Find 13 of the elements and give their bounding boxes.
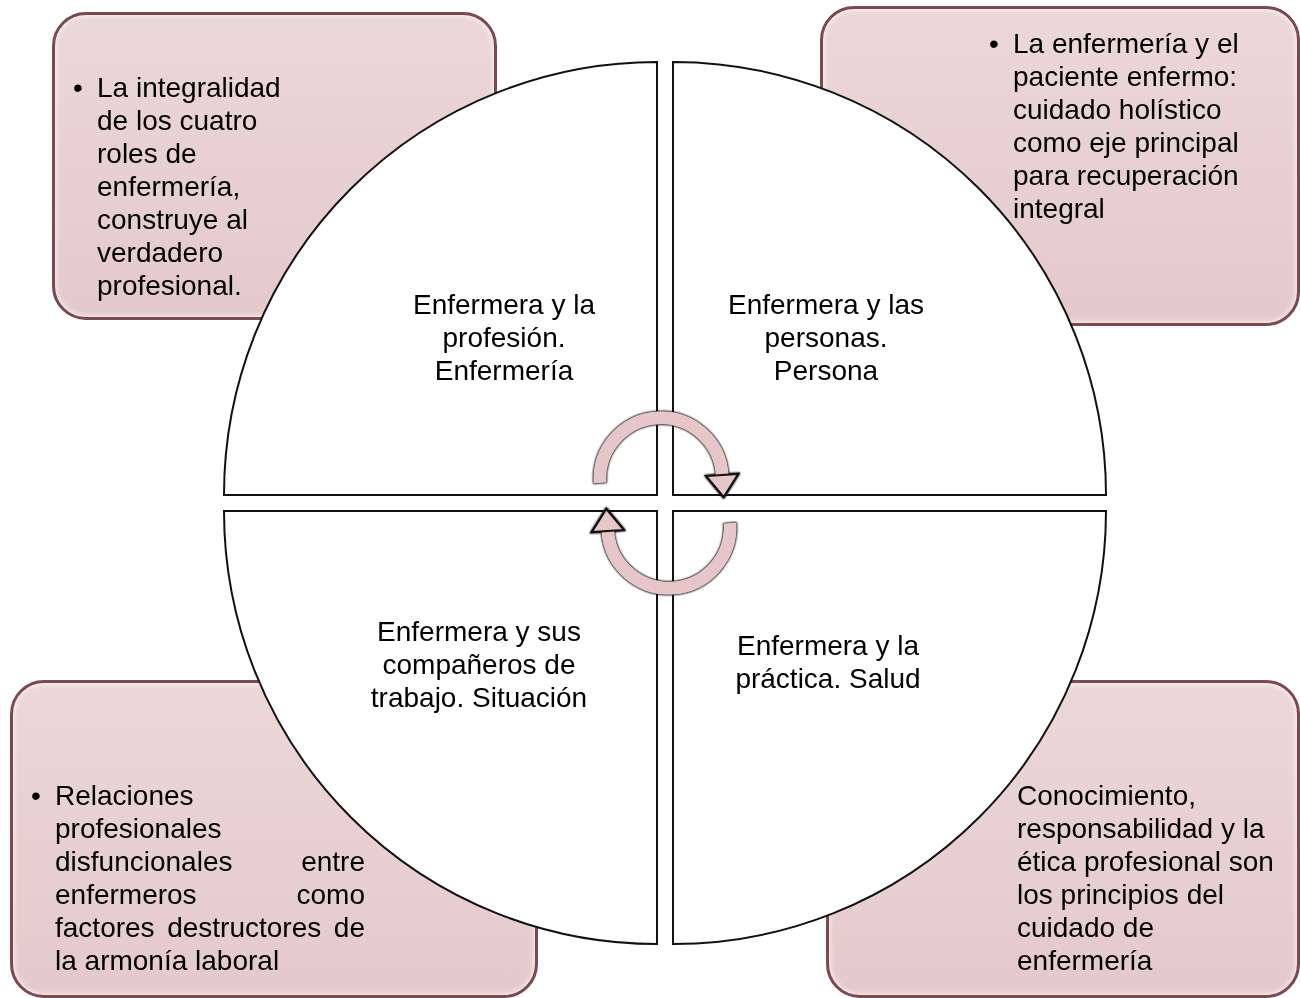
card-text: La integralidad de los cuatro roles de enfermería, construye al verdadero profesional. bbox=[97, 71, 282, 302]
curved-arrow bbox=[590, 508, 737, 595]
segment-label: Enfermera y la práctica. Salud bbox=[734, 629, 922, 695]
bullet-mark: • bbox=[989, 27, 999, 60]
segment-label: Enfermera y la profesión. Enfermería bbox=[411, 288, 597, 387]
bullet-mark: • bbox=[73, 71, 83, 104]
segment-label: Enfermera y las personas. Persona bbox=[726, 288, 926, 387]
segment-label: Enfermera y sus compañeros de trabajo. Situación bbox=[369, 615, 589, 714]
card-text: La enfermería y el paciente enfermo: cuidado holístico como eje principal para recuperación integral bbox=[1013, 27, 1240, 225]
card-text: Relaciones profesionales disfuncionales entre enfermeros como factores destructores de la armonía laboral bbox=[55, 779, 365, 977]
card-text: Conocimiento, responsabilidad y la ética profesional son los principios del cuidado de enfermería bbox=[1017, 779, 1275, 977]
curved-arrow bbox=[593, 411, 740, 498]
bullet-mark: • bbox=[31, 779, 41, 812]
